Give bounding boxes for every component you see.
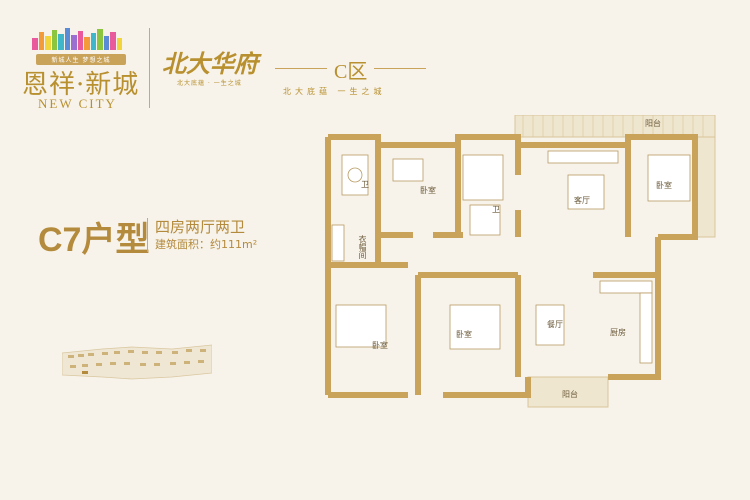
room-bedroom-mid: 卧室: [456, 330, 472, 339]
room-living: 客厅: [574, 196, 590, 205]
room-kitchen: 厨房: [610, 328, 626, 337]
room-balcony-bottom: 阳台: [562, 390, 578, 399]
unit-area: 建筑面积：约111m²: [155, 238, 258, 251]
room-balcony-top: 阳台: [645, 119, 661, 128]
header-divider: [149, 28, 150, 108]
project-calligraphy: 北大华府: [162, 49, 258, 78]
unit-divider: [147, 218, 148, 252]
unit-rooms: 四房两厅两卫: [155, 218, 246, 236]
zone-ornament-left: [275, 68, 327, 69]
room-bath2: 卫: [492, 205, 500, 214]
floor-plan: [318, 114, 718, 415]
room-dining: 餐厅: [547, 320, 563, 329]
zone-ornament-right: [374, 68, 426, 69]
brand-name-zh: 恩祥·新城: [22, 70, 140, 100]
brand-tagline: 新城人生 梦想之城: [36, 54, 126, 65]
room-bath1: 卫: [361, 180, 369, 189]
site-plan-thumbnail: [61, 343, 213, 381]
zone-title: C区: [334, 61, 368, 83]
brand-name-en: NEW CITY: [38, 96, 117, 111]
unit-type-title: C7户型: [38, 221, 150, 259]
room-bedroom-right: 卧室: [656, 181, 672, 190]
project-sub: 北大底蕴 · 一生之城: [177, 80, 242, 87]
room-closet: 衣帽间: [358, 235, 367, 259]
zone-slogan: 北大底蕴 一生之城: [283, 87, 386, 96]
room-bedroom-top: 卧室: [420, 186, 436, 195]
brand-logo-graphic: [30, 28, 130, 50]
room-bedroom-left: 卧室: [372, 341, 388, 350]
